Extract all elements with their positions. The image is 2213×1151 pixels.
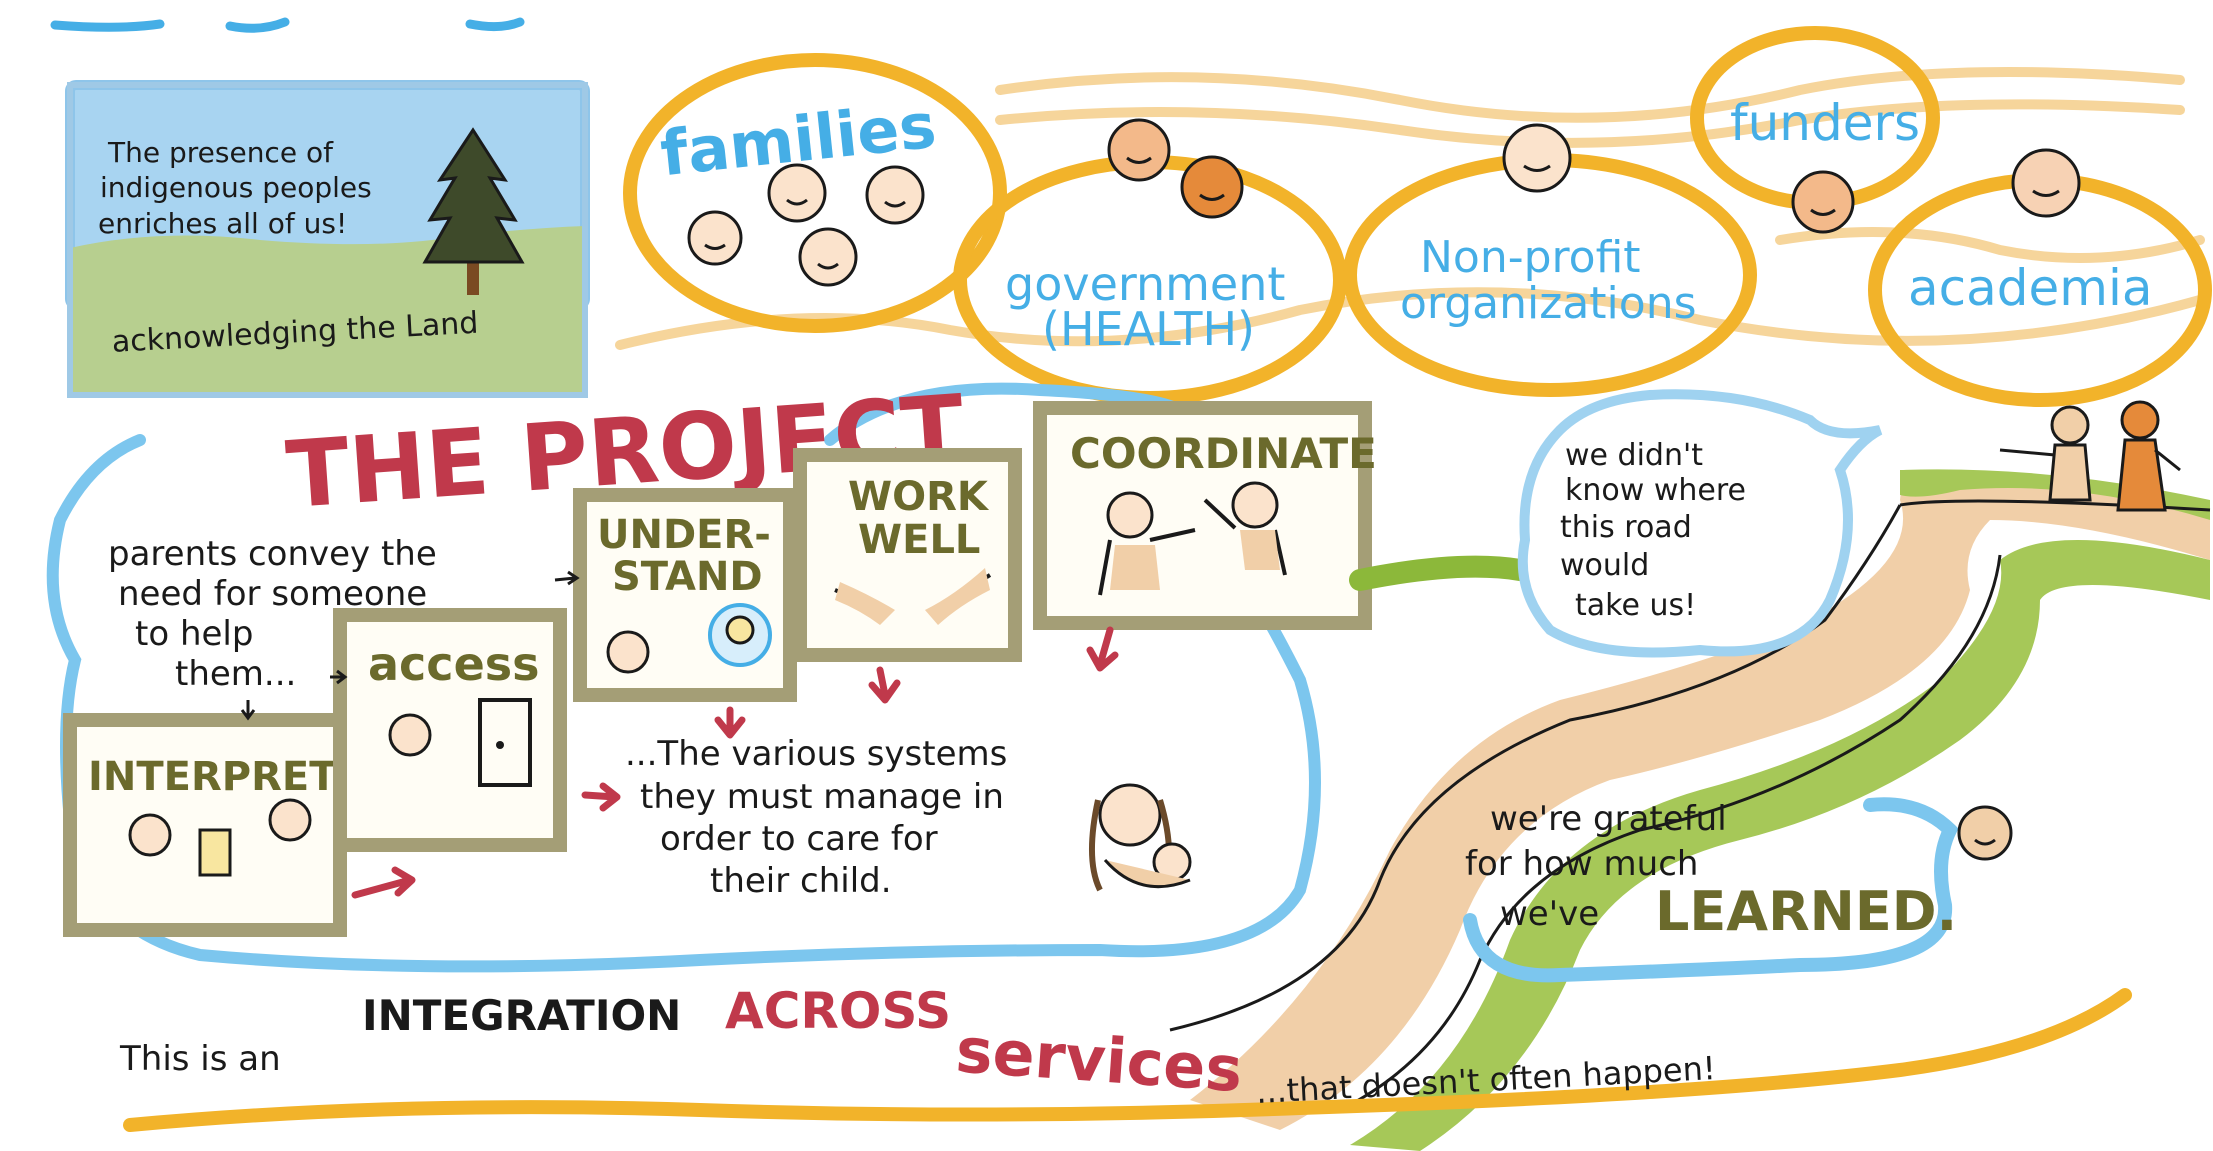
government-line-1: government bbox=[1005, 257, 1285, 311]
bubble-text: we didn't know where this road would tak… bbox=[1560, 438, 1756, 623]
government-label: government (HEALTH) bbox=[1005, 257, 1300, 356]
land-quote-line-2: indigenous peoples bbox=[100, 171, 372, 204]
land-quote: The presence of indigenous peoples enric… bbox=[98, 136, 381, 240]
speech-bubble: we didn't know where this road would tak… bbox=[1517, 389, 1883, 658]
interpret-label: INTERPRET bbox=[88, 754, 337, 800]
services-word: services bbox=[954, 1013, 1245, 1106]
face-icon bbox=[1502, 123, 1572, 193]
learned-label: LEARNED. bbox=[1655, 880, 1957, 943]
face-icon bbox=[2011, 148, 2081, 218]
arrow-icon bbox=[240, 570, 580, 721]
parent-child-icon bbox=[1089, 783, 1192, 892]
grateful-line-3: we've bbox=[1500, 894, 1599, 934]
nonprofit-line-2: organizations bbox=[1400, 278, 1697, 329]
intro-line-3: to help bbox=[135, 614, 253, 654]
bubble-line-1: we didn't bbox=[1565, 438, 1703, 473]
grateful-panel: we're grateful for how much we've LEARNE… bbox=[1463, 797, 2013, 983]
top-edge-marks bbox=[50, 17, 525, 33]
intro-line-1: parents convey the bbox=[108, 534, 437, 574]
bubble-line-2: know where bbox=[1565, 473, 1746, 508]
coordinate-label: COORDINATE bbox=[1070, 429, 1377, 478]
nonprofit-line-1: Non-profit bbox=[1420, 232, 1641, 283]
bubble-line-5: take us! bbox=[1575, 588, 1696, 623]
workwell-line-1: WORK bbox=[848, 474, 990, 520]
land-panel: The presence of indigenous peoples enric… bbox=[65, 80, 590, 398]
funders-label: funders bbox=[1730, 94, 1920, 152]
bubble-line-4: would bbox=[1560, 548, 1649, 583]
integration-prefix: This is an bbox=[119, 1039, 281, 1079]
understand-line-1: UNDER- bbox=[597, 512, 771, 558]
grateful-line-1: we're grateful bbox=[1490, 799, 1727, 839]
high-five-icon bbox=[1098, 481, 1287, 596]
handshake-icon bbox=[834, 568, 992, 625]
face-icon bbox=[128, 798, 312, 877]
project-frame bbox=[46, 434, 1321, 973]
road bbox=[1169, 469, 2211, 1151]
workwell-line-2: WELL bbox=[858, 517, 980, 563]
step-interpret: INTERPRET bbox=[63, 713, 347, 937]
arrow-icon bbox=[351, 626, 1119, 899]
understand-line-2: STAND bbox=[612, 554, 763, 600]
face-icon bbox=[687, 163, 925, 287]
bubble-line-3: this road bbox=[1560, 510, 1692, 545]
understand-label: UNDER- STAND bbox=[597, 512, 785, 600]
project-intro: parents convey the need for someone to h… bbox=[108, 534, 448, 694]
intro-line-2: need for someone bbox=[118, 574, 427, 614]
face-icon bbox=[1957, 805, 2013, 861]
land-quote-line-3: enriches all of us! bbox=[98, 207, 347, 240]
government-line-2: (HEALTH) bbox=[1042, 302, 1255, 356]
land-background bbox=[70, 226, 585, 395]
project-frame-top bbox=[824, 382, 1186, 446]
stakeholder-families: families bbox=[623, 53, 1007, 333]
door-icon bbox=[388, 698, 532, 787]
grateful-line-2: for how much bbox=[1465, 844, 1698, 884]
face-icon bbox=[1107, 118, 1244, 219]
lightbulb-icon bbox=[606, 603, 772, 674]
systems-line-2: they must manage in bbox=[640, 777, 1004, 817]
access-label: access bbox=[368, 637, 540, 691]
step-coordinate: COORDINATE bbox=[1033, 401, 1377, 630]
intro-line-4: them... bbox=[175, 654, 296, 694]
stakeholder-academia: academia bbox=[1868, 148, 2212, 407]
face-icon bbox=[1791, 170, 1855, 234]
academia-label: academia bbox=[1908, 259, 2153, 317]
step-access: access bbox=[333, 608, 567, 852]
walking-people-icon bbox=[1999, 400, 2181, 512]
stakeholder-funders: funders bbox=[1690, 26, 1940, 234]
systems-line-3: order to care for bbox=[660, 819, 938, 859]
step-understand: UNDER- STAND bbox=[573, 488, 797, 702]
stakeholder-nonprofit: Non-profit organizations bbox=[1343, 123, 1757, 397]
tree-icon bbox=[422, 127, 525, 295]
land-quote-line-1: The presence of bbox=[107, 136, 334, 169]
step-workwell: WORK WELL bbox=[793, 448, 1022, 662]
integration-banner: This is an INTEGRATION ACROSS services .… bbox=[119, 982, 2132, 1132]
systems-line-1: ...The various systems bbox=[625, 734, 1007, 774]
nonprofit-label: Non-profit organizations bbox=[1400, 232, 1697, 329]
across-word: ACROSS bbox=[725, 982, 951, 1040]
grateful-text: we're grateful for how much we've bbox=[1465, 799, 1737, 934]
systems-text: ...The various systems they must manage … bbox=[625, 734, 1018, 901]
integration-word: INTEGRATION bbox=[362, 991, 681, 1040]
workwell-label: WORK WELL bbox=[848, 474, 1002, 563]
stakeholder-government: government (HEALTH) bbox=[953, 118, 1347, 405]
systems-line-4: their child. bbox=[710, 861, 892, 901]
land-frame bbox=[67, 82, 588, 398]
